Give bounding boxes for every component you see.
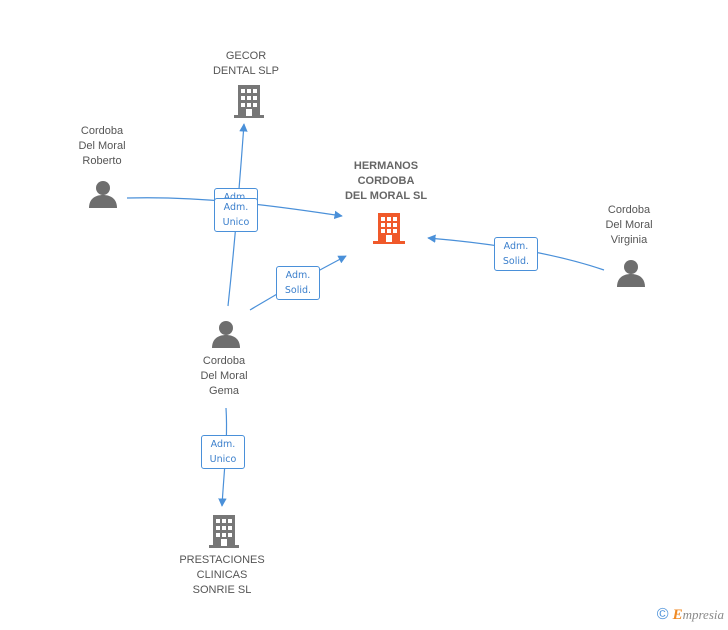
person-icon-virginia	[617, 260, 645, 287]
person-icon-roberto	[89, 181, 117, 208]
building-icon-gecor	[234, 85, 264, 118]
edge-label-gema-main: Adm. Solid.	[276, 266, 320, 300]
copyright-icon: ©	[656, 606, 669, 623]
person-icon-gema	[212, 321, 240, 348]
edge-role-1: Adm.	[217, 190, 255, 205]
node-label-gema[interactable]: Cordoba Del Moral Gema	[200, 355, 248, 397]
edge-role-1: Adm.	[503, 241, 529, 252]
empresia-logo: ©Empresia	[657, 606, 724, 624]
building-icon-main	[373, 213, 405, 244]
building-icon-prestaciones	[209, 515, 239, 548]
edge-role-2: Unico	[209, 454, 237, 465]
edge-label-gema-prestaciones: Adm. Unico	[201, 435, 245, 469]
edge-role-1: Adm.	[285, 270, 311, 281]
edge-role-1: Adm.	[210, 439, 236, 450]
edge-role-1: Adm.	[223, 202, 249, 213]
brand-initial: E	[672, 607, 683, 623]
edge-role-2: Unico	[222, 217, 250, 228]
node-label-prestaciones[interactable]: PRESTACIONES CLINICAS SONRIE SL	[179, 554, 265, 596]
node-label-roberto[interactable]: Cordoba Del Moral Roberto	[78, 125, 126, 167]
edge-role-2: Solid.	[502, 256, 530, 267]
edge-role-2: Solid.	[284, 285, 312, 296]
node-label-virginia[interactable]: Cordoba Del Moral Virginia	[605, 204, 653, 246]
edge-label-virginia-main: Adm. Solid.	[494, 237, 538, 271]
edge-label-roberto-main: Adm. Unico	[214, 198, 258, 232]
node-label-gecor[interactable]: GECOR DENTAL SLP	[212, 50, 280, 77]
brand-name: mpresia	[682, 607, 724, 622]
node-label-main[interactable]: HERMANOS CORDOBA DEL MORAL SL	[344, 160, 428, 202]
